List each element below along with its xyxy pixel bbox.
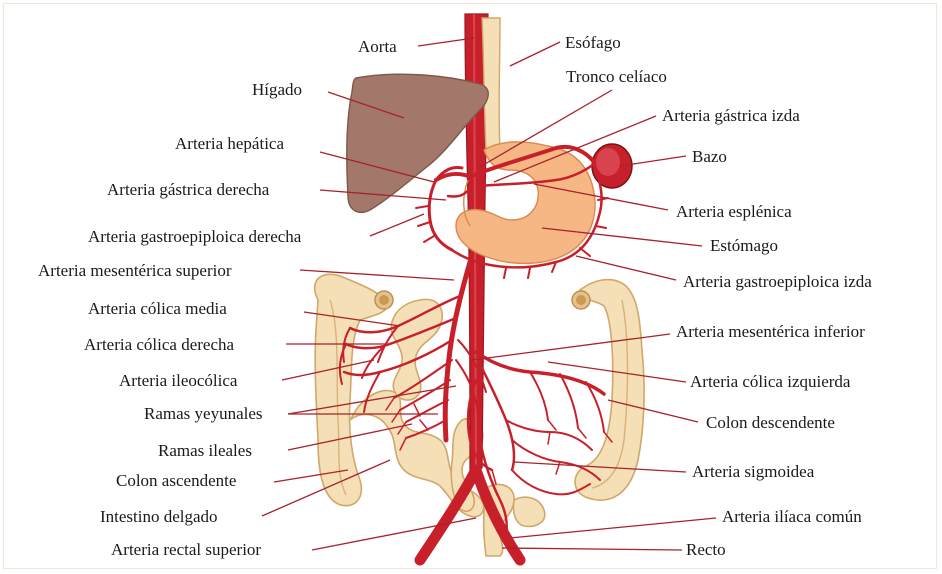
label-arteria-colica-izquierda: Arteria cólica izquierda [690,372,851,391]
label-estomago: Estómago [710,236,778,255]
label-arteria-colica-media: Arteria cólica media [88,299,227,318]
label-esofago: Esófago [565,33,621,52]
label-arteria-esplenica: Arteria esplénica [676,202,792,221]
label-arteria-gastrica-derecha: Arteria gástrica derecha [107,180,270,199]
colon-ascendente-shape [315,274,393,505]
label-intestino-delgado: Intestino delgado [100,507,218,526]
label-higado: Hígado [252,80,302,99]
label-aorta: Aorta [358,37,397,56]
label-arteria-gastroepiploica-izda: Arteria gastroepiploica izda [683,272,872,291]
label-arteria-rectal-superior: Arteria rectal superior [111,540,261,559]
label-ramas-ileales: Ramas ileales [158,441,252,460]
label-arteria-gastroepiploica-derecha: Arteria gastroepiploica derecha [88,227,302,246]
label-arteria-ileocolica: Arteria ileocólica [119,371,238,390]
label-arteria-colica-derecha: Arteria cólica derecha [84,335,235,354]
label-colon-descendente: Colon descendente [706,413,835,432]
label-arteria-mesenterica-superior: Arteria mesentérica superior [38,261,232,280]
label-tronco-celiaco: Tronco celíaco [566,67,667,86]
label-arteria-hepatica: Arteria hepática [175,134,284,153]
label-ramas-yeyunales: Ramas yeyunales [144,404,263,423]
label-arteria-iliaca-comun: Arteria ilíaca común [722,507,862,526]
label-arteria-gastrica-izda: Arteria gástrica izda [662,106,800,125]
label-arteria-mesenterica-inferior: Arteria mesentérica inferior [676,322,865,341]
label-bazo: Bazo [692,147,727,166]
label-arteria-sigmoidea: Arteria sigmoidea [692,462,815,481]
label-colon-ascendente: Colon ascendente [116,471,236,490]
esofago-shape [482,18,500,150]
bazo-shape [592,144,632,188]
label-recto: Recto [686,540,726,559]
